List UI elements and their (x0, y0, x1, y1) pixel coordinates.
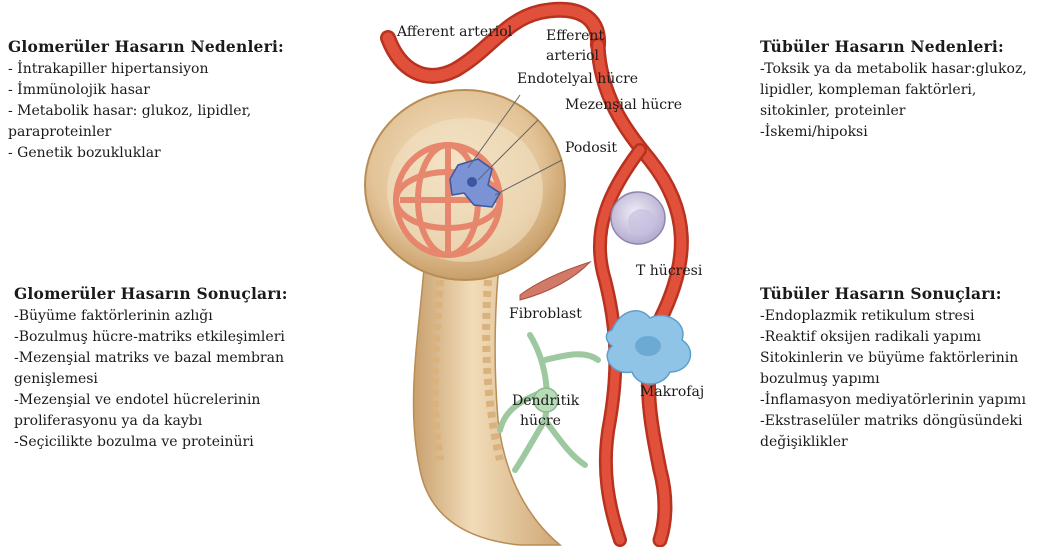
label-mesangial-cell: Mezenşial hücre (565, 97, 682, 113)
t-cell (611, 192, 665, 244)
label-dendritic-cell-line2: hücre (520, 413, 561, 429)
glomerular-consequence-item: -Mezenşial ve endotel hücrelerinin (14, 390, 344, 411)
glomerular-consequences-panel: Glomerüler Hasarın Sonuçları: -Büyüme fa… (14, 283, 344, 453)
tubular-cause-item: -Toksik ya da metabolik hasar:glukoz, (760, 59, 1060, 80)
tubular-cause-item: -İskemi/hipoksi (760, 122, 1060, 143)
glomerular-consequence-item: genişlemesi (14, 369, 344, 390)
label-efferent-arteriole-line1: Efferent (546, 28, 604, 44)
label-afferent-arteriole: Afferent arteriol (397, 24, 512, 40)
glomerular-consequence-item: -Mezenşial matriks ve bazal membran (14, 348, 344, 369)
tubular-consequence-item: değişiklikler (760, 432, 1060, 453)
label-fibroblast: Fibroblast (509, 306, 582, 322)
label-podocyte: Podosit (565, 140, 617, 156)
label-macrophage: Makrofaj (640, 384, 704, 400)
glomerular-consequence-item: -Bozulmuş hücre-matriks etkileşimleri (14, 327, 344, 348)
glomerular-consequences-title: Glomerüler Hasarın Sonuçları: (14, 283, 344, 304)
label-efferent-arteriole-line2: arteriol (546, 48, 599, 64)
tubular-consequence-item: -Endoplazmik retikulum stresi (760, 306, 1060, 327)
glomerular-cause-item: - İntrakapiller hipertansiyon (8, 59, 328, 80)
glomerular-cause-item: - Genetik bozukluklar (8, 143, 328, 164)
fibroblast (520, 262, 590, 300)
label-endothelial-cell: Endotelyal hücre (517, 71, 638, 87)
glomerular-consequence-item: -Seçicilikte bozulma ve proteinüri (14, 432, 344, 453)
tubular-causes-title: Tübüler Hasarın Nedenleri: (760, 36, 1060, 57)
tubular-consequence-item: Sitokinlerin ve büyüme faktörlerinin (760, 348, 1060, 369)
tubular-consequence-item: -Ekstraselüler matriks döngüsündeki (760, 411, 1060, 432)
glomerular-cause-item: paraproteinler (8, 122, 328, 143)
label-t-cell: T hücresi (636, 263, 702, 279)
glomerular-consequence-item: proliferasyonu ya da kaybı (14, 411, 344, 432)
peritubular-capillary (598, 45, 681, 540)
glomerular-cause-item: - İmmünolojik hasar (8, 80, 328, 101)
glomerular-consequence-item: -Büyüme faktörlerinin azlığı (14, 306, 344, 327)
glomerular-causes-panel: Glomerüler Hasarın Nedenleri: - İntrakap… (8, 36, 328, 164)
tubular-consequence-item: bozulmuş yapımı (760, 369, 1060, 390)
tubular-consequences-panel: Tübüler Hasarın Sonuçları: -Endoplazmik … (760, 283, 1060, 453)
glomerular-causes-title: Glomerüler Hasarın Nedenleri: (8, 36, 328, 57)
label-dendritic-cell-line1: Dendritik (512, 393, 579, 409)
tubular-cause-item: lipidler, kompleman faktörleri, (760, 80, 1060, 101)
tubular-cause-item: sitokinler, proteinler (760, 101, 1060, 122)
tubular-consequence-item: -Reaktif oksijen radikali yapımı (760, 327, 1060, 348)
glomerular-cause-item: - Metabolik hasar: glukoz, lipidler, (8, 101, 328, 122)
tubular-consequences-title: Tübüler Hasarın Sonuçları: (760, 283, 1060, 304)
tubular-consequence-item: -İnflamasyon mediyatörlerinin yapımı (760, 390, 1060, 411)
tubular-causes-panel: Tübüler Hasarın Nedenleri: -Toksik ya da… (760, 36, 1060, 143)
